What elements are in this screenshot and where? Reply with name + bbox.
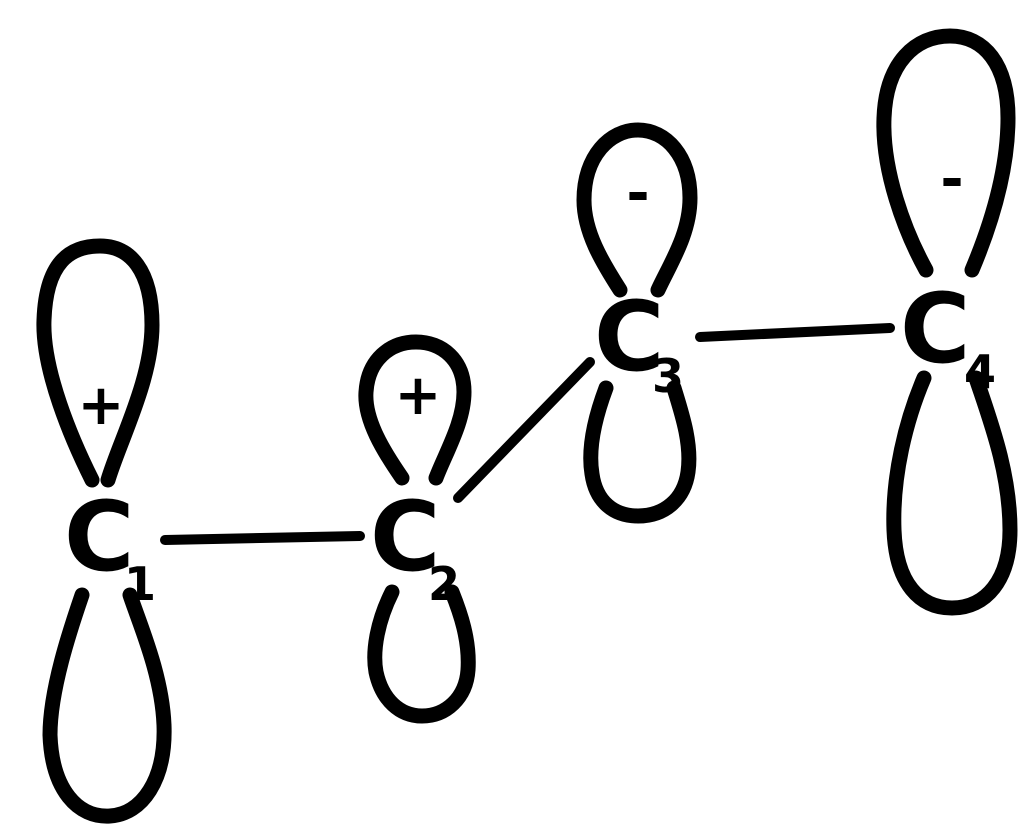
atom-c2: + C 2 [358, 334, 476, 724]
atom-label-c3: C [594, 281, 664, 393]
phase-sign-c1: + [78, 373, 125, 438]
orbital-c4-upper-lobe [876, 28, 1016, 278]
atom-label-c2: C [370, 481, 440, 593]
phase-sign-c2: + [395, 363, 442, 428]
phase-sign-c4: - [940, 147, 963, 212]
atom-subscript-c2: 2 [428, 557, 460, 611]
phase-sign-c3: - [626, 161, 649, 226]
bond-c2-c3 [453, 357, 595, 503]
atom-subscript-c1: 1 [124, 557, 156, 611]
atom-label-c4: C [900, 273, 970, 385]
orbital-c3-lower-lobe [583, 380, 697, 524]
orbital-c1-lower-lobe [42, 587, 172, 824]
bond-c3-c4 [695, 323, 895, 342]
orbital-c2-lower-lobe [367, 584, 476, 724]
atom-c4: - C 4 [876, 28, 1018, 616]
orbital-c4-lower-lobe [886, 370, 1018, 616]
atom-subscript-c4: 4 [964, 345, 996, 399]
atom-label-c1: C [64, 481, 134, 593]
atom-subscript-c3: 3 [652, 349, 684, 403]
bond-c1-c2 [160, 531, 365, 545]
orbital-c2-upper-lobe [358, 334, 472, 486]
atom-c1: + C 1 [36, 238, 172, 824]
orbital-c1-upper-lobe [36, 238, 160, 488]
orbital-c3-upper-lobe [576, 122, 698, 298]
atom-c3: - C 3 [576, 122, 698, 524]
